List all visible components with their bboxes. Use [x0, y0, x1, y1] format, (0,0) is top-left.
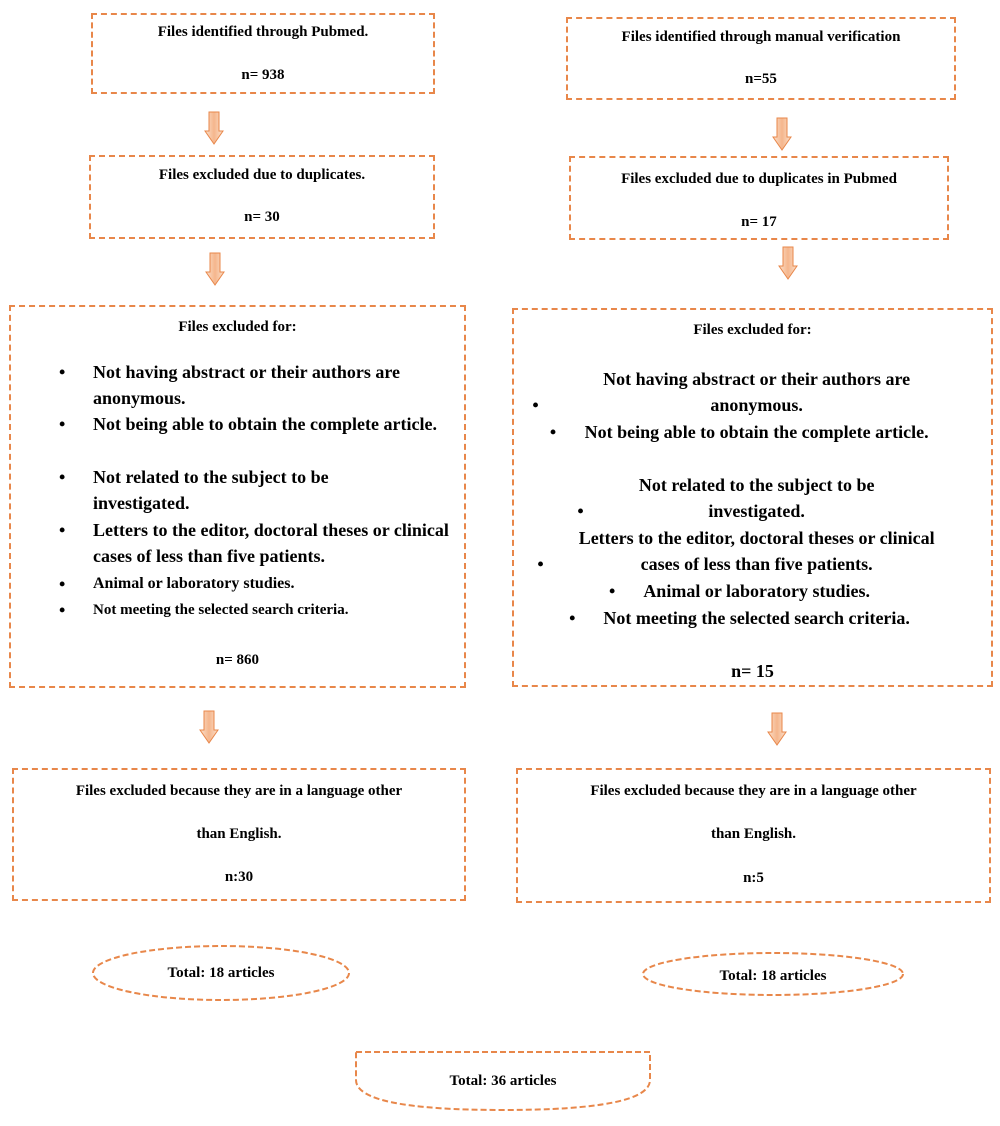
down-arrow-icon — [205, 252, 225, 286]
list-item-text: Not having abstract or their authors are… — [93, 362, 400, 408]
left-language-box: Files excluded because they are in a lan… — [12, 768, 466, 901]
list-item: • Animal or laboratory studies. — [11, 571, 466, 597]
list-item-text: Animal or laboratory studies. — [643, 581, 870, 601]
bullet-icon: • — [59, 414, 66, 434]
list-item: • Not being able to obtain the complete a… — [514, 419, 993, 472]
left-duplicates-count: n= 30 — [244, 209, 280, 225]
list-item-text: Animal or laboratory studies. — [93, 575, 295, 592]
left-pubmed-box: Files identified through Pubmed. n= 938 — [91, 13, 435, 94]
left-pubmed-count: n= 938 — [241, 67, 285, 83]
right-language-line2: than English. — [710, 826, 797, 842]
bullet-icon: • — [59, 520, 66, 540]
bullet-icon: • — [609, 581, 616, 601]
ellipse-shape — [92, 945, 350, 1001]
list-item: • Animal or laboratory studies. — [514, 578, 993, 605]
left-duplicates-box: Files excluded due to duplicates. n= 30 — [89, 155, 435, 239]
list-item-text: Not meeting the selected search criteria… — [603, 608, 910, 628]
right-duplicates-box: Files excluded due to duplicates in Pubm… — [569, 156, 949, 240]
left-language-count: n:30 — [224, 869, 254, 885]
list-item-text: Not related to the subject to be investi… — [638, 475, 875, 521]
right-exclusion-box: Files excluded for: • Not having abstract… — [512, 308, 993, 687]
right-language-count: n:5 — [743, 870, 764, 886]
left-duplicates-title: Files excluded due to duplicates. — [158, 167, 366, 183]
list-item: • Not related to the subject to be invest… — [514, 472, 993, 525]
left-language-line2: than English. — [196, 826, 282, 842]
bullet-icon: • — [59, 362, 66, 382]
list-item-text: Not meeting the selected search criteria… — [93, 602, 349, 618]
right-manual-count: n=55 — [745, 71, 777, 87]
left-language-line1: Files excluded because they are in a lan… — [75, 783, 403, 799]
list-item-text: Not being able to obtain the complete ar… — [93, 414, 437, 434]
left-exclusion-box: Files excluded for: • Not having abstrac… — [9, 305, 466, 688]
right-manual-box: Files identified through manual verifica… — [566, 17, 956, 100]
right-duplicates-count: n= 17 — [741, 214, 777, 230]
down-arrow-icon — [204, 111, 224, 145]
left-exclusion-count: n= 860 — [215, 652, 260, 668]
right-exclusion-list: • Not having abstract or their authors ar… — [514, 366, 993, 632]
right-duplicates-title: Files excluded due to duplicates in Pubm… — [621, 171, 897, 187]
bullet-icon: • — [577, 501, 584, 521]
bullet-icon: • — [59, 600, 66, 620]
grand-total-label: Total: 36 articles — [449, 1073, 557, 1089]
bullet-icon: • — [569, 608, 576, 628]
list-item: • Letters to the editor, doctoral theses… — [11, 517, 466, 571]
down-arrow-icon — [778, 246, 798, 280]
bullet-icon: • — [532, 395, 539, 415]
list-item-text: Not being able to obtain the complete ar… — [584, 422, 929, 442]
list-item-text: Not having abstract or their authors are… — [603, 369, 911, 415]
list-item: • Not meeting the selected search criter… — [11, 597, 466, 623]
left-pubmed-title: Files identified through Pubmed. — [157, 24, 369, 40]
right-language-line1: Files excluded because they are in a lan… — [590, 783, 917, 799]
grand-total-shape: Total: 36 articles — [354, 1050, 652, 1112]
left-exclusion-title: Files excluded for: — [178, 319, 297, 335]
down-arrow-icon — [767, 712, 787, 746]
bullet-icon: • — [549, 422, 557, 442]
right-total-ellipse: Total: 18 articles — [641, 951, 905, 997]
bullet-icon: • — [59, 467, 66, 487]
right-exclusion-title: Files excluded for: — [693, 322, 812, 338]
list-item-text: Letters to the editor, doctoral theses o… — [93, 520, 449, 566]
list-item: • Not having abstract or their authors a… — [11, 359, 466, 411]
left-total-label: Total: 18 articles — [167, 965, 275, 981]
right-total-label: Total: 18 articles — [719, 968, 827, 984]
list-item-text: Not related to the subject to be investi… — [93, 467, 329, 513]
list-item-text: Letters to the editor, doctoral theses o… — [578, 528, 935, 574]
down-arrow-icon — [772, 117, 792, 151]
list-item: • Not having abstract or their authors ar… — [514, 366, 993, 419]
right-manual-title: Files identified through manual verifica… — [621, 29, 901, 45]
bullet-icon: • — [59, 574, 66, 594]
list-item: • Not related to the subject to be inves… — [11, 464, 466, 517]
ellipse-shape — [642, 952, 904, 996]
right-language-box: Files excluded because they are in a lan… — [516, 768, 991, 903]
bullet-icon: • — [537, 554, 544, 574]
list-item: • Letters to the editor, doctoral theses … — [514, 525, 993, 578]
left-total-ellipse: Total: 18 articles — [91, 944, 351, 1002]
list-item: • Not meeting the selected search criteri… — [514, 605, 993, 632]
scroll-shape — [355, 1051, 651, 1112]
down-arrow-icon — [199, 710, 219, 744]
left-exclusion-list: • Not having abstract or their authors a… — [11, 359, 466, 623]
list-item: • Not being able to obtain the complete … — [11, 411, 466, 464]
right-exclusion-count: n= 15 — [731, 661, 774, 681]
